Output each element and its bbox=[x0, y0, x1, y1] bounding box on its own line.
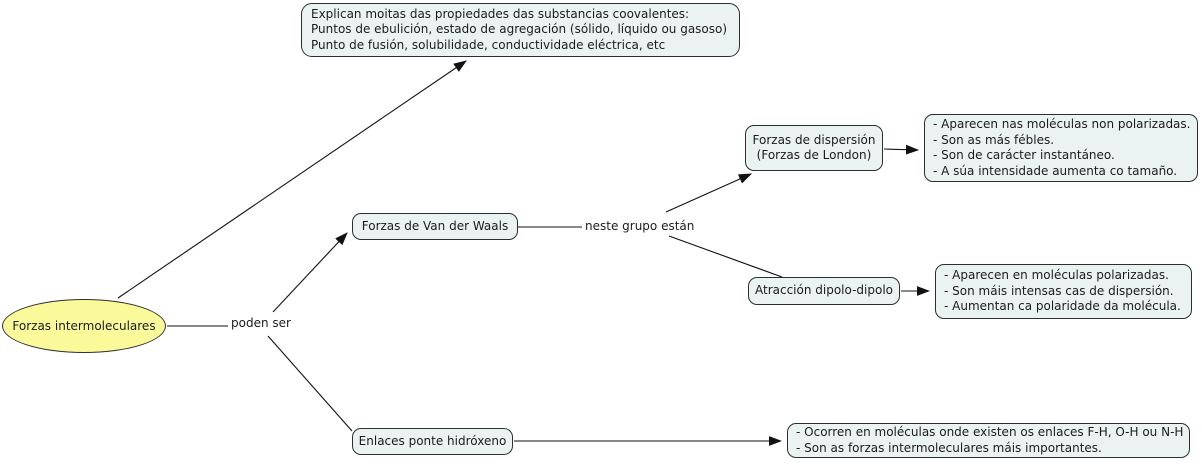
dipole-details-box: - Aparecen en moléculas polarizadas. - S… bbox=[935, 264, 1192, 319]
detail-line: - Son de carácter instantáneo. bbox=[933, 148, 1115, 162]
node-label-line: Forzas de dispersión bbox=[752, 132, 876, 147]
detail-line: - Aumentan ca polaridade da molécula. bbox=[944, 299, 1181, 314]
edge-label-neste-grupo: neste grupo están bbox=[585, 219, 694, 233]
detail-line: - A súa intensidade aumenta co tamaño. bbox=[933, 163, 1178, 178]
edge-label-poden-ser: poden ser bbox=[231, 316, 291, 330]
node-dispersion: Forzas de dispersión (Forzas de London) bbox=[745, 125, 883, 171]
edge-dispersion-to-details bbox=[883, 144, 920, 155]
properties-note-line: Punto de fusión, solubilidade, conductiv… bbox=[311, 37, 666, 52]
dispersion-details-box: - Aparecen nas moléculas non polarizadas… bbox=[924, 114, 1198, 182]
node-hydrogen-bond: Enlaces ponte hidróxeno bbox=[352, 428, 513, 455]
properties-note-line: Puntos de ebulición, estado de agregació… bbox=[311, 22, 728, 37]
node-label: Forzas de Van der Waals bbox=[361, 218, 509, 233]
detail-line: - Aparecen nas moléculas non polarizadas… bbox=[933, 117, 1191, 131]
edge-label-text: neste grupo están bbox=[585, 219, 695, 233]
node-label: Atracción dipolo-dipolo bbox=[754, 283, 893, 298]
node-label: Enlaces ponte hidróxeno bbox=[358, 433, 507, 448]
detail-line: - Son as forzas intermoleculares máis im… bbox=[796, 440, 1102, 455]
root-node-label: Forzas intermoleculares bbox=[12, 319, 156, 333]
edge-poden-ser-to-hydrogen bbox=[267, 335, 353, 432]
edge-poden-ser-to-van-der-waals bbox=[272, 232, 348, 313]
detail-line: - Son máis intensas cas de dispersión. bbox=[944, 283, 1174, 298]
properties-note-box: Explican moitas das propiedades das subs… bbox=[301, 3, 740, 57]
edge-label-text: poden ser bbox=[231, 316, 291, 330]
edge-root-to-properties bbox=[117, 60, 467, 299]
edge-neste-grupo-to-dipole bbox=[668, 235, 783, 278]
node-label-line: (Forzas de London) bbox=[756, 148, 872, 162]
edge-neste-grupo-to-dispersion bbox=[665, 173, 753, 213]
detail-line: - Son as más fébles. bbox=[933, 132, 1055, 147]
hydrogen-details-box: - Ocorren en moléculas onde existen os e… bbox=[787, 423, 1190, 458]
node-dipole: Atracción dipolo-dipolo bbox=[748, 277, 900, 305]
node-van-der-waals: Forzas de Van der Waals bbox=[352, 213, 518, 240]
root-node-forzas-intermoleculares: Forzas intermoleculares bbox=[2, 299, 166, 353]
detail-line: - Ocorren en moléculas onde existen os e… bbox=[796, 425, 1184, 439]
properties-note-line: Explican moitas das propiedades das subs… bbox=[311, 6, 690, 21]
detail-line: - Aparecen en moléculas polarizadas. bbox=[944, 268, 1169, 283]
